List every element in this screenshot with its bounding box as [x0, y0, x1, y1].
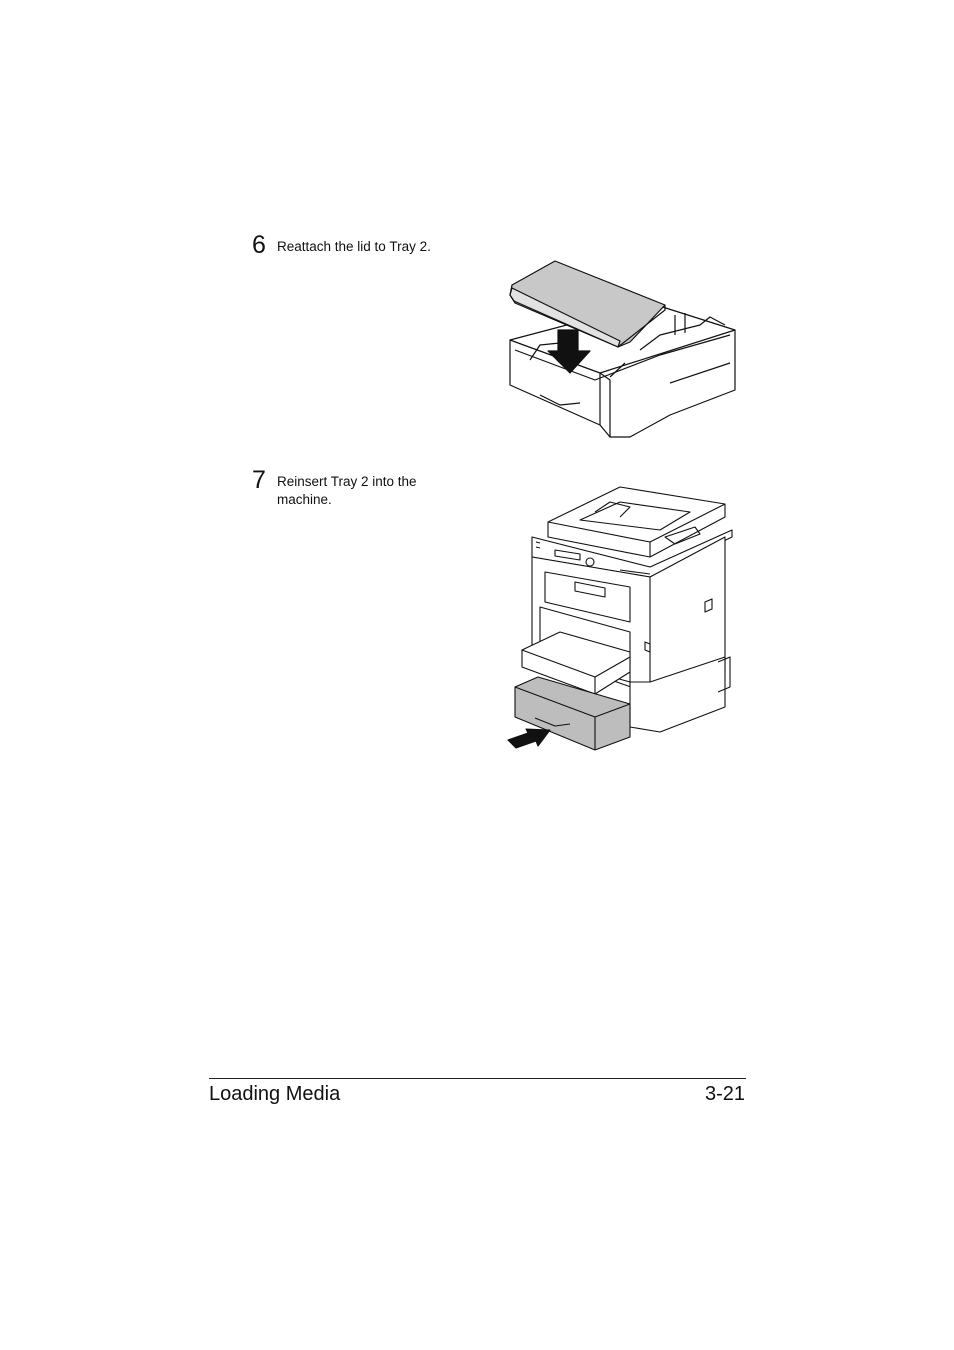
step-number: 7: [252, 466, 266, 494]
footer-page-number: 3-21: [704, 1083, 745, 1105]
footer-divider: [209, 1078, 746, 1079]
step-number: 6: [252, 231, 266, 259]
step-instruction: Reattach the lid to Tray 2.: [277, 239, 431, 254]
tray-lid-illustration: [509, 260, 736, 438]
footer-section-title: Loading Media: [209, 1083, 341, 1105]
printer-tray-insert-illustration: [507, 486, 733, 751]
step-instruction: Reinsert Tray 2 into the machine.: [277, 474, 417, 507]
